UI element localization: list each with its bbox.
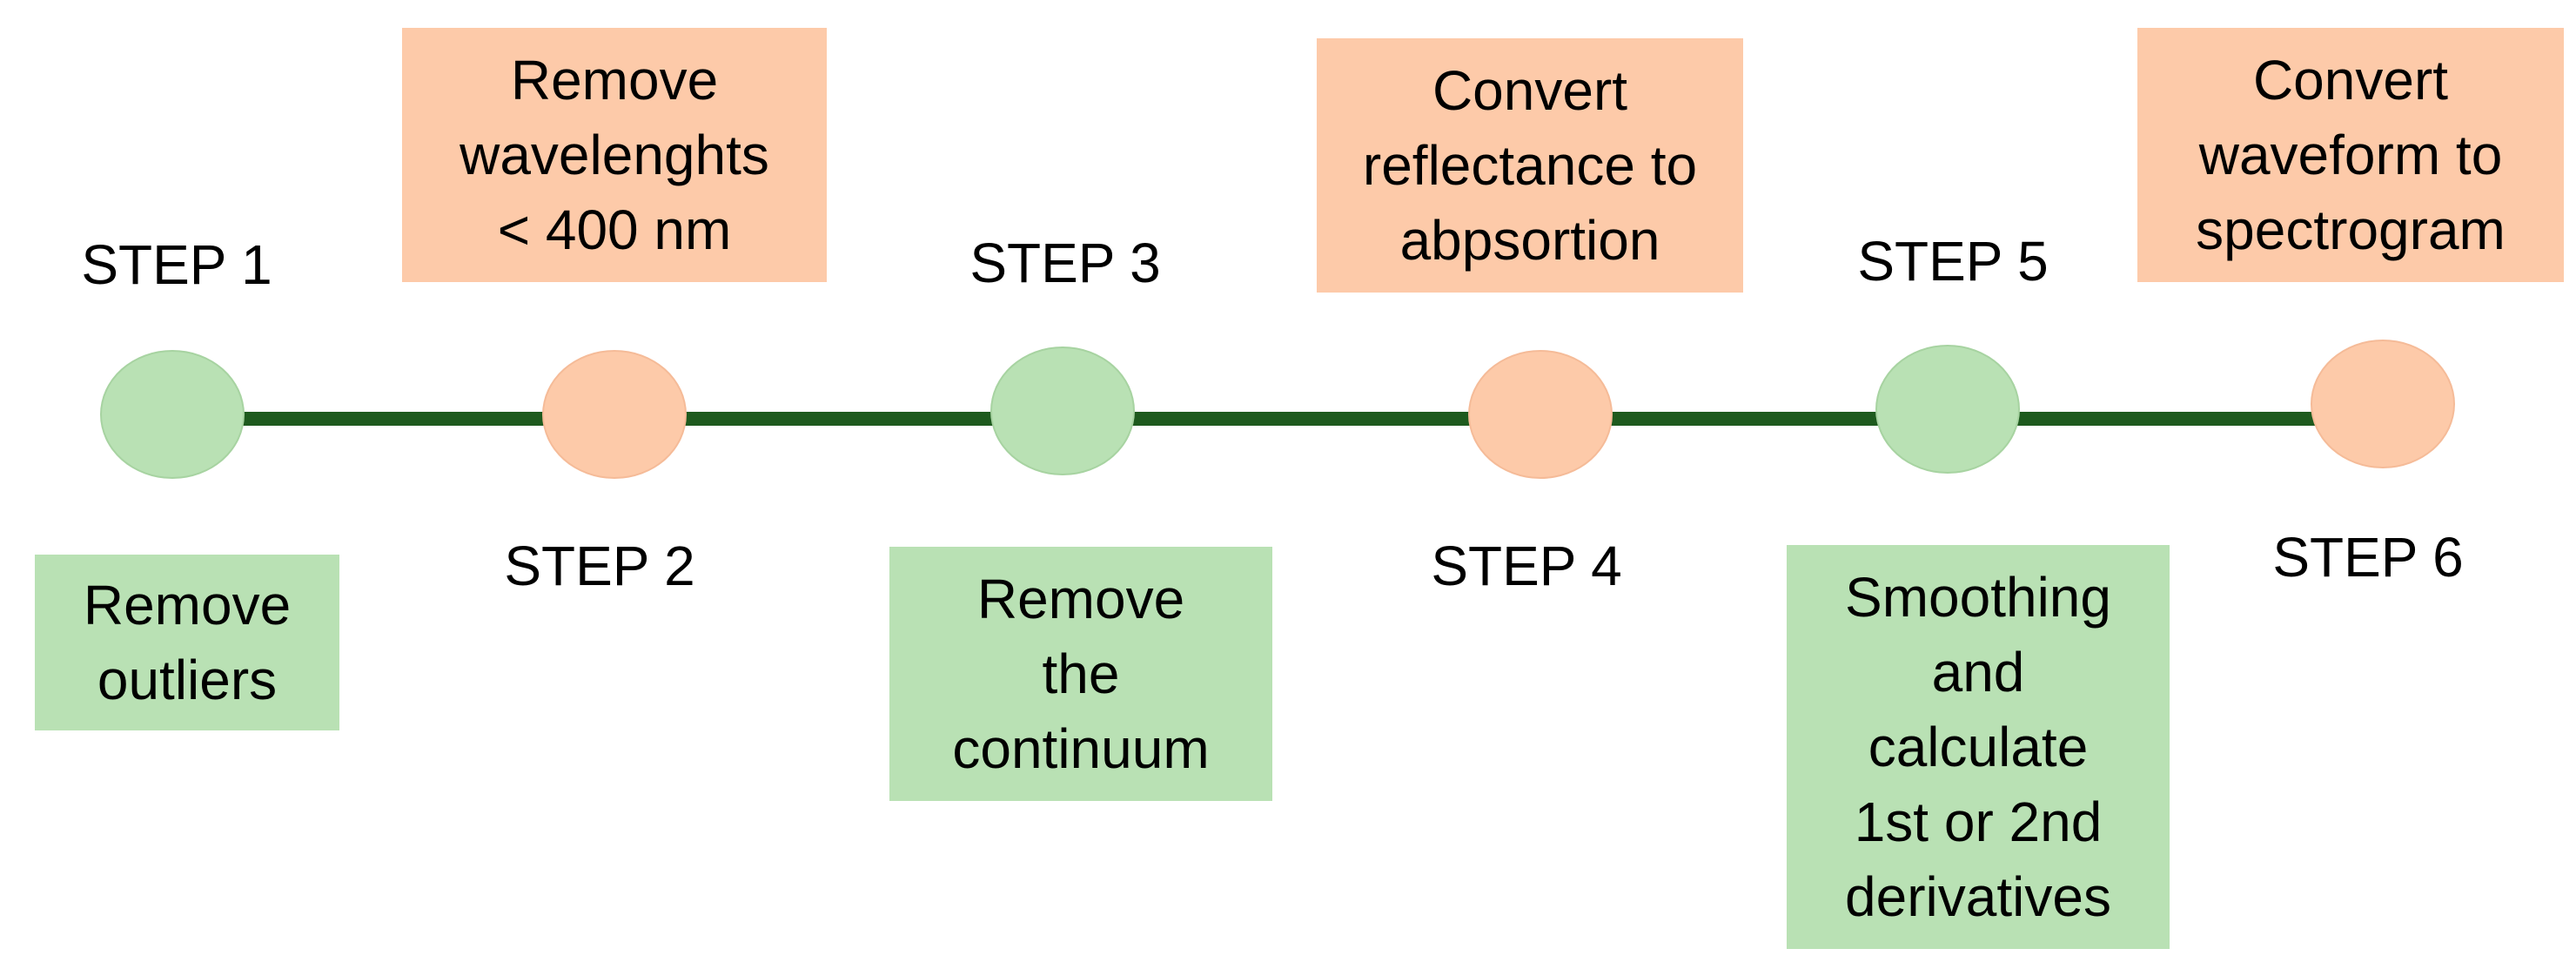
step-6-node [2311, 340, 2455, 468]
step-2-label: STEP 2 [504, 535, 695, 597]
step-1-node [100, 350, 245, 479]
step-3-node [990, 347, 1135, 475]
step-1-label: STEP 1 [81, 233, 272, 296]
step-1-description: Remove outliers [35, 555, 339, 730]
step-5-description: Smoothing and calculate 1st or 2nd deriv… [1787, 545, 2170, 949]
step-5-node [1875, 345, 2020, 474]
step-6-description: Convert waveform to spectrogram [2137, 28, 2564, 282]
step-4-description: Convert reflectance to abpsortion [1317, 38, 1743, 293]
step-5-label: STEP 5 [1857, 230, 2049, 293]
step-4-node [1468, 350, 1613, 479]
timeline-line [172, 412, 2358, 426]
step-4-label: STEP 4 [1431, 535, 1622, 597]
step-2-description: Remove wavelenghts < 400 nm [402, 28, 827, 282]
step-6-label: STEP 6 [2272, 526, 2464, 589]
step-3-description: Remove the continuum [889, 547, 1272, 801]
step-3-label: STEP 3 [969, 232, 1161, 294]
step-2-node [542, 350, 687, 479]
